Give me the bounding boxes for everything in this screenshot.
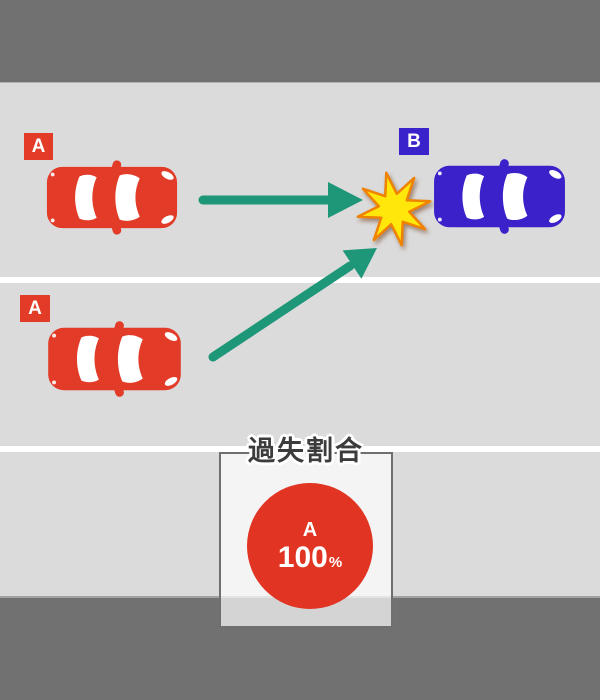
fault-party: A — [302, 518, 318, 541]
vehicle-label-a-lane1: A — [24, 133, 53, 160]
vehicle-label-a-lane1-text: A — [31, 135, 46, 157]
vehicle-label-a-lane2-text: A — [28, 297, 42, 319]
fault-percent-sign: % — [328, 553, 343, 571]
fault-ratio-circle: A 100 % — [247, 483, 373, 609]
fault-ratio-title: 過失割合 — [248, 436, 364, 466]
fault-value-row: 100 % — [278, 541, 342, 574]
car-b-icon — [430, 158, 569, 235]
lane-divider-line-1 — [0, 277, 600, 283]
vehicle-label-b-text: B — [407, 130, 421, 152]
fault-percentage: 100 — [277, 540, 328, 574]
car-a-second-position-icon — [45, 320, 184, 398]
lane-divider-line-2 — [0, 446, 600, 452]
car-a-icon — [45, 159, 179, 236]
collision-star-icon — [356, 171, 432, 247]
vehicle-label-a-lane2: A — [20, 295, 50, 322]
lane-change-arrow-icon — [208, 248, 377, 362]
vehicle-label-b: B — [399, 128, 429, 155]
straight-arrow-icon — [198, 182, 363, 218]
road-shoulder-top — [0, 0, 600, 83]
